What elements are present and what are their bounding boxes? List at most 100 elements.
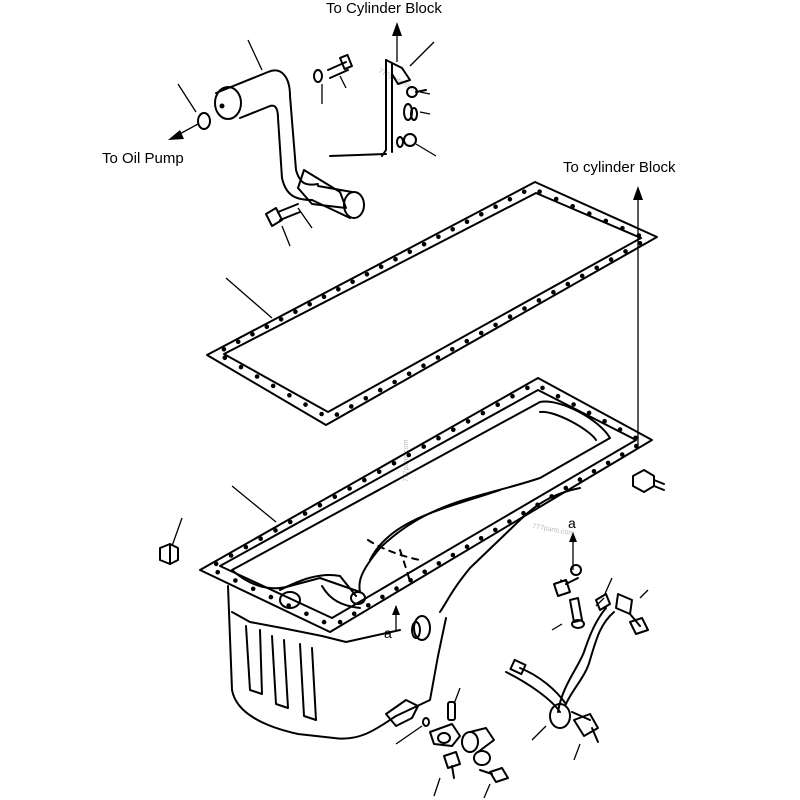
flange-bolt-hole — [302, 511, 308, 516]
bracket-nut — [396, 133, 417, 148]
gasket-bolt-hole — [321, 294, 327, 300]
flange-bolt-hole — [304, 611, 309, 617]
gasket-bolt-hole — [287, 393, 292, 398]
gasket-bolt-hole — [493, 204, 498, 210]
flange-bolt-hole — [321, 619, 327, 625]
drain-pin — [447, 701, 456, 721]
flange-bolt-hole — [286, 603, 292, 608]
leader-lines — [171, 39, 649, 799]
gasket-bolt-holes — [221, 189, 643, 417]
gasket-bolt-hole — [264, 324, 270, 330]
gasket-bolt-hole — [254, 374, 260, 379]
gasket-bolt-hole — [620, 225, 625, 231]
flange-bolt-hole — [521, 510, 526, 516]
gasket-bolt-hole — [238, 364, 244, 370]
gasket-bolt-hole — [537, 189, 542, 194]
gasket-bolt-hole — [579, 273, 585, 279]
gasket-bolt-hole — [392, 379, 397, 385]
flange-bolt-hole — [633, 435, 638, 441]
gasket-bolt-hole — [334, 412, 340, 417]
flange-bolt-hole — [351, 611, 357, 616]
gasket-bolt-hole — [521, 189, 527, 195]
flange-bolt-hole — [535, 502, 540, 508]
gasket-bolt-hole — [507, 314, 513, 320]
oil-pan-flange-bolt-holes — [213, 385, 639, 625]
gasket-bolt-hole — [421, 363, 426, 369]
flange-bolt-hole — [586, 410, 592, 416]
flange-bolt-hole — [376, 469, 382, 475]
flange-bolt-hole — [273, 528, 278, 533]
gasket-bolt-hole — [608, 257, 614, 262]
gasket-bolt-hole — [636, 233, 642, 238]
pan-mounting-bolt — [632, 469, 665, 493]
gasket-bolt-hole — [436, 234, 441, 240]
flange-bolt-hole — [617, 427, 623, 432]
pipe-o-ring — [197, 112, 211, 130]
flange-bolt-hole — [422, 569, 428, 575]
flange-bolt-hole — [215, 569, 220, 575]
gasket-bolt-hole — [450, 347, 455, 352]
flange-bolt-hole — [362, 477, 367, 483]
gasket-bolt-hole — [378, 264, 384, 270]
harness-clip — [595, 593, 611, 611]
oil-pan-gasket — [206, 181, 658, 426]
gasket-bolt-hole — [270, 383, 276, 389]
flange-bolt-hole — [408, 577, 413, 583]
gasket-bolt-hole — [637, 241, 643, 246]
gasket-bolt-hole — [522, 306, 527, 311]
bracket-bolt-1 — [406, 86, 427, 98]
suction-pipe — [214, 69, 365, 219]
sensor-bolt — [573, 713, 599, 743]
gasket-bolt-hole — [493, 322, 498, 328]
drain-valve-body — [429, 723, 461, 747]
gasket-bolt-hole — [565, 281, 571, 287]
gasket-bolt-hole — [278, 317, 284, 322]
drain-screw — [479, 767, 509, 783]
flange-bolt-hole — [436, 435, 441, 441]
gasket-bolt-hole — [303, 402, 308, 407]
flange-bolt-hole — [391, 461, 397, 466]
gasket-bolt-hole — [250, 332, 255, 337]
flange-washer — [313, 69, 323, 83]
flange-bolt-hole — [464, 544, 470, 549]
gasket-bolt-hole — [319, 411, 324, 417]
gasket-bolt-hole — [221, 347, 227, 352]
gasket-bolt-hole — [363, 396, 369, 401]
flange-bolt-hole — [406, 452, 412, 458]
gasket-bolt-hole — [307, 302, 313, 307]
pipe-bracket-bolt — [265, 203, 301, 227]
gasket-bolt-hole — [293, 309, 298, 315]
clamp-bolt-2 — [569, 597, 585, 629]
flange-bolt-hole — [332, 494, 338, 500]
flange-bolt-hole — [233, 578, 238, 583]
watermark-1: 777parts.com — [377, 68, 418, 94]
flange-bolt-hole — [577, 477, 583, 482]
flange-bolt-hole — [317, 502, 323, 508]
gasket-bolt-hole — [377, 387, 383, 393]
gasket-bolt-hole — [364, 272, 370, 277]
gasket-bolt-hole — [603, 218, 609, 224]
flange-bolt-hole — [478, 536, 484, 541]
flange-bolt-hole — [507, 519, 512, 524]
gasket-bolt-hole — [553, 196, 559, 202]
gasket-bolt-hole — [349, 404, 354, 409]
flange-bolt-hole — [549, 494, 554, 499]
flange-bolt-hole — [555, 393, 561, 399]
gasket-bolt-hole — [536, 298, 542, 303]
oil-level-sensor-harness — [505, 607, 615, 729]
label-to-cylinder-block-top: To Cylinder Block — [326, 0, 442, 17]
flange-bolt — [327, 53, 353, 79]
flange-bolt-hole — [540, 385, 545, 391]
flange-bolt-hole — [436, 561, 442, 566]
oil-pan-plug-left — [159, 543, 179, 565]
flange-bolt-hole — [563, 485, 569, 491]
flange-bolt-hole — [394, 586, 399, 591]
pipe-bracket — [329, 59, 411, 157]
flange-bolt-hole — [605, 460, 611, 466]
gasket-bolt-hole — [478, 330, 484, 336]
gasket-bolt-hole — [464, 219, 470, 225]
label-to-oil-pump: To Oil Pump — [102, 150, 184, 167]
gasket-bolt-hole — [407, 249, 413, 255]
gasket-bolt-hole — [406, 371, 412, 377]
